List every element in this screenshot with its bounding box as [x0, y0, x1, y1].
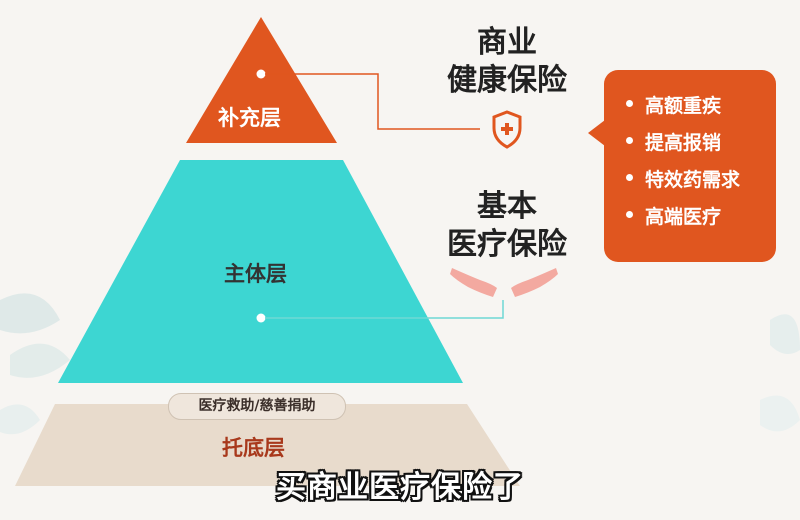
middle-tier-dot: [256, 313, 266, 323]
middle-connector-line: [265, 300, 504, 319]
hands-icon: [450, 268, 558, 297]
basic-insurance-title: 基本 医疗保险: [437, 188, 577, 264]
shield-plus-icon: [492, 110, 522, 149]
top-tier-dot: [256, 69, 266, 79]
bullet-dot-icon: [626, 174, 633, 181]
callout-item-text: 高端医疗: [645, 206, 722, 228]
pyramid-bottom-tier: [15, 404, 520, 486]
top-connector-line: [265, 73, 480, 130]
callout-item: 提高报销: [626, 125, 776, 162]
callout-item-text: 提高报销: [645, 132, 722, 154]
callout-item-text: 特效药需求: [645, 169, 741, 191]
commercial-title-line2: 健康保险: [447, 63, 567, 98]
callout-item-text: 高额重疾: [645, 95, 722, 117]
callout-item: 高端医疗: [626, 199, 776, 236]
bullet-dot-icon: [626, 211, 633, 218]
video-subtitle: 买商业医疗保险了: [276, 470, 524, 505]
commercial-title-line1: 商业: [477, 25, 537, 60]
top-tier-label: 补充层: [218, 106, 281, 130]
basic-title-line2: 医疗保险: [447, 227, 567, 262]
middle-tier-label: 主体层: [224, 262, 287, 286]
commercial-insurance-title: 商业 健康保险: [437, 24, 577, 100]
bottom-tier-label: 托底层: [222, 436, 285, 460]
pyramid-middle-tier: [58, 160, 463, 383]
bullet-dot-icon: [626, 100, 633, 107]
pyramid-top-tier: [186, 17, 337, 143]
bottom-tier-pill: 医疗救助/慈善捐助: [168, 393, 346, 420]
callout-item: 高额重疾: [626, 88, 776, 125]
callout-item: 特效药需求: [626, 162, 776, 199]
basic-title-line1: 基本: [477, 189, 537, 224]
callout-pointer: [588, 120, 605, 146]
bullet-dot-icon: [626, 137, 633, 144]
commercial-benefits-callout: 高额重疾 提高报销 特效药需求 高端医疗: [604, 70, 776, 262]
